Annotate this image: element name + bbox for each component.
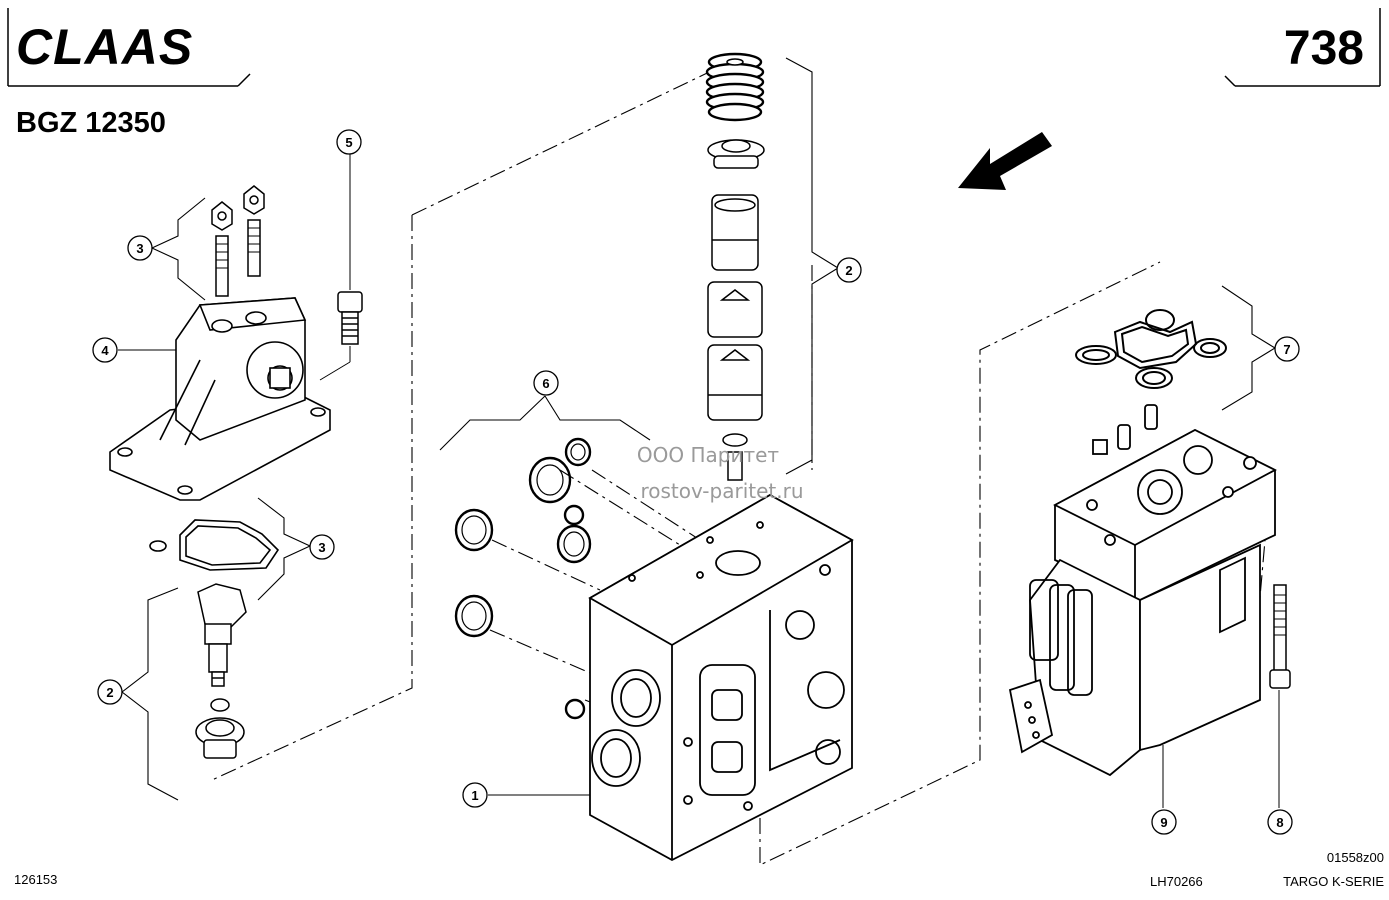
callout-2: 2 (836, 257, 862, 283)
part-1-valve-block (588, 493, 854, 862)
callout-5: 5 (336, 129, 362, 155)
part-9-actuator (1008, 404, 1277, 777)
footer-left-code: 126153 (14, 872, 57, 887)
part-2-plunger-assembly (195, 583, 247, 759)
part-4-valve-housing (109, 297, 331, 501)
footer-series: TARGO K-SERIE (1283, 874, 1384, 889)
callout-6: 6 (533, 370, 559, 396)
callout-label: 9 (1160, 815, 1167, 830)
callout-label: 6 (542, 376, 549, 391)
brackets (121, 57, 1276, 801)
callout-3: 3 (309, 534, 335, 560)
callout-label: 3 (136, 241, 143, 256)
callout-9: 9 (1151, 809, 1177, 835)
callout-label: 1 (471, 788, 478, 803)
group-code: BGZ 12350 (16, 107, 166, 139)
callout-label: 5 (345, 135, 352, 150)
callout-label: 7 (1283, 342, 1290, 357)
callout-8: 8 (1267, 809, 1293, 835)
leader-lines (118, 154, 1280, 808)
header-frame (7, 8, 1381, 87)
watermark-company: ООО Паритет (637, 443, 780, 467)
callout-label: 3 (318, 540, 325, 555)
callout-2: 2 (97, 679, 123, 705)
page-number: 738 (1284, 22, 1364, 75)
callout-label: 2 (845, 263, 852, 278)
part-2-spring-and-spool (705, 52, 765, 481)
callout-3: 3 (127, 235, 153, 261)
part-7-seals (1075, 309, 1227, 389)
callout-label: 2 (106, 685, 113, 700)
footer-drawing-code: 01558z00 (1327, 850, 1384, 865)
callout-label: 4 (101, 343, 109, 358)
part-8-screw (1269, 584, 1291, 689)
direction-arrow-icon (958, 132, 1052, 190)
callout-7: 7 (1274, 336, 1300, 362)
callout-1: 1 (462, 782, 488, 808)
part-3-gasket (149, 519, 280, 571)
callout-4: 4 (92, 337, 118, 363)
watermark-url: rostov-paritet.ru (640, 479, 803, 503)
part-3-studs-and-nuts (211, 185, 265, 297)
footer-ref-code: LH70266 (1150, 874, 1203, 889)
part-5-cap-screw (337, 291, 363, 345)
callout-label: 8 (1276, 815, 1283, 830)
part-6-o-rings (454, 437, 592, 720)
brand-logo: CLAAS (16, 19, 193, 75)
callout-bubbles: 1 2 2 3 3 4 5 6 7 8 9 (92, 129, 1300, 835)
